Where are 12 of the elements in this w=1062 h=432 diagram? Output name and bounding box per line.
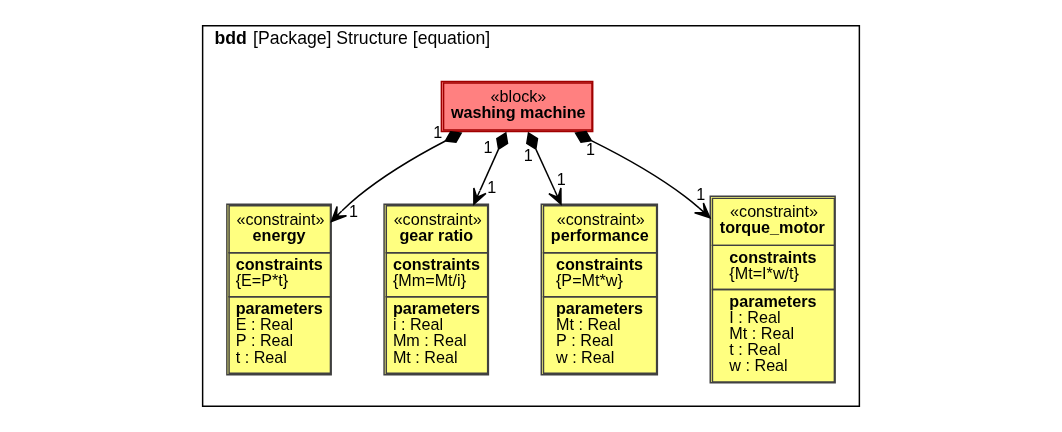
label: 1	[483, 137, 493, 156]
label: 1	[433, 122, 443, 141]
label: 1	[487, 177, 497, 196]
label: 1	[348, 202, 358, 221]
label: 1	[556, 169, 566, 188]
arrow	[473, 131, 509, 205]
label: 1	[523, 145, 533, 164]
arrow	[526, 131, 562, 205]
label: 1	[585, 140, 595, 159]
label: 1	[696, 185, 706, 204]
arrow	[574, 130, 711, 219]
arrow	[330, 130, 463, 223]
